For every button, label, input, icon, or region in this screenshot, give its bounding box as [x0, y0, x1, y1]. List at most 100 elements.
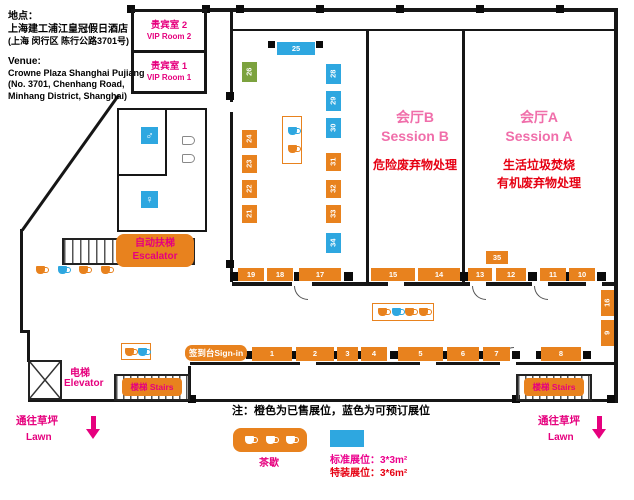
wall-segment [614, 8, 618, 403]
pillar [528, 272, 537, 281]
pillar [460, 272, 469, 281]
booth-number: 11 [549, 269, 557, 279]
wall-segment [436, 362, 500, 365]
wall-segment [404, 282, 470, 286]
venue-address-block: 地点： 上海建工浦江皇冠假日酒店 (上海 闵行区 陈行公路3701号) Venu… [8, 10, 145, 103]
tea-cup-icon [244, 436, 258, 444]
vip-rooms: 贵宾室 2 VIP Room 2 贵宾室 1 VIP Room 1 [131, 9, 207, 94]
booth-6[interactable]: 6 [447, 347, 479, 361]
booth-7[interactable]: 7 [483, 347, 510, 361]
lawn-left-label-en: Lawn [26, 431, 52, 443]
pillar [607, 395, 615, 403]
wall-segment [190, 362, 300, 365]
wall-segment [366, 29, 369, 282]
booth-19[interactable]: 19 [238, 268, 264, 281]
escalator-label-cn: 自动扶梯 [135, 238, 175, 249]
booth-26[interactable]: 26 [242, 62, 257, 82]
address-line: Venue: [8, 55, 41, 67]
address-line: 地点： [8, 11, 38, 22]
booth-12[interactable]: 12 [496, 268, 526, 281]
booth-17[interactable]: 17 [299, 268, 341, 281]
booth-16[interactable]: 16 [601, 290, 614, 316]
pillar [290, 351, 298, 359]
booth-3[interactable]: 3 [337, 347, 358, 361]
restroom-male-icon: ♂ [141, 127, 158, 144]
booth-number: 26 [244, 67, 254, 77]
lawn-exit-left: 通往草坪 Lawn [16, 414, 58, 445]
vip-room-1-label-en: VIP Room 1 [146, 73, 192, 83]
booth-18[interactable]: 18 [267, 268, 293, 281]
vip-room-2: 贵宾室 2 VIP Room 2 [134, 12, 204, 50]
booth-number: 2 [312, 349, 318, 359]
wall-segment [20, 330, 30, 333]
wall-segment [134, 50, 204, 53]
booth-24[interactable]: 24 [242, 130, 257, 148]
booth-31[interactable]: 31 [326, 153, 341, 171]
door-arc [472, 286, 486, 300]
booth-32[interactable]: 32 [326, 180, 341, 198]
elevator-label-cn: 电梯 [70, 368, 90, 379]
pillar [316, 41, 323, 48]
wall-segment [210, 8, 618, 12]
pillar [597, 272, 606, 281]
booth-30[interactable]: 30 [326, 118, 341, 138]
booth-number: 5 [418, 349, 423, 359]
lawn-right-label-cn: 通往草坪 [538, 415, 580, 427]
booth-25[interactable]: 25 [277, 42, 315, 55]
wall-segment [230, 8, 233, 102]
wall-segment [462, 29, 465, 282]
session-b-title-cn: 会厅B [395, 109, 435, 125]
tea-icons-escalator [36, 261, 114, 279]
wall-segment [312, 282, 388, 286]
pillar [442, 351, 450, 359]
booth-number: 8 [558, 349, 564, 359]
booth-number: 18 [275, 269, 285, 279]
booth-13[interactable]: 13 [468, 268, 492, 281]
booth-2[interactable]: 2 [296, 347, 334, 361]
booth-28[interactable]: 28 [326, 64, 341, 84]
booth-11[interactable]: 11 [540, 268, 566, 281]
tea-break-label: 茶歇 [259, 458, 279, 469]
booth-29[interactable]: 29 [326, 91, 341, 111]
wall-segment [117, 174, 167, 176]
vip-room-1-label-cn: 贵宾室 1 [150, 61, 188, 73]
tea-cup-icon [265, 436, 279, 444]
booth-23[interactable]: 23 [242, 155, 257, 173]
booth-21[interactable]: 21 [242, 205, 257, 223]
down-arrow-icon [592, 416, 606, 442]
tea-cup-icon [36, 266, 49, 274]
booth-number: 28 [328, 69, 338, 79]
pillar [478, 351, 486, 359]
pillar [344, 272, 353, 281]
booth-34[interactable]: 34 [326, 233, 341, 253]
booth-number: 13 [475, 269, 485, 279]
booth-5[interactable]: 5 [398, 347, 443, 361]
booth-33[interactable]: 33 [326, 205, 341, 223]
session-a-topic-1: 生活垃圾焚烧 [502, 157, 575, 172]
address-line: Crowne Plaza Shanghai Pujiang [8, 67, 145, 78]
address-line: (上海 闵行区 陈行公路3701号) [8, 36, 130, 46]
booth-8[interactable]: 8 [541, 347, 581, 361]
booth-10[interactable]: 10 [569, 268, 595, 281]
booth-number: 9 [602, 330, 612, 336]
tea-icons-hall-upper [282, 116, 302, 164]
booth-9[interactable]: 9 [601, 320, 614, 346]
door-arc [294, 286, 308, 300]
booth-number: 7 [494, 349, 499, 359]
booth-number: 17 [315, 269, 325, 279]
booth-number: 3 [345, 349, 350, 359]
booth-14[interactable]: 14 [418, 268, 460, 281]
tea-icons-signin [121, 343, 151, 360]
booth-22[interactable]: 22 [242, 180, 257, 198]
elevator-shaft [28, 360, 62, 400]
restroom-female-icon: ♀ [141, 191, 158, 208]
session-a-topic-2: 有机废弃物处理 [496, 175, 581, 190]
wall-segment [602, 282, 616, 286]
address-line: 上海建工浦江皇冠假日酒店 [8, 24, 128, 35]
pillar [188, 395, 196, 403]
booth-4[interactable]: 4 [361, 347, 387, 361]
booth-35[interactable]: 35 [486, 251, 508, 264]
booth-15[interactable]: 15 [371, 268, 415, 281]
booth-number: 16 [602, 298, 612, 308]
booth-1[interactable]: 1 [252, 347, 292, 361]
